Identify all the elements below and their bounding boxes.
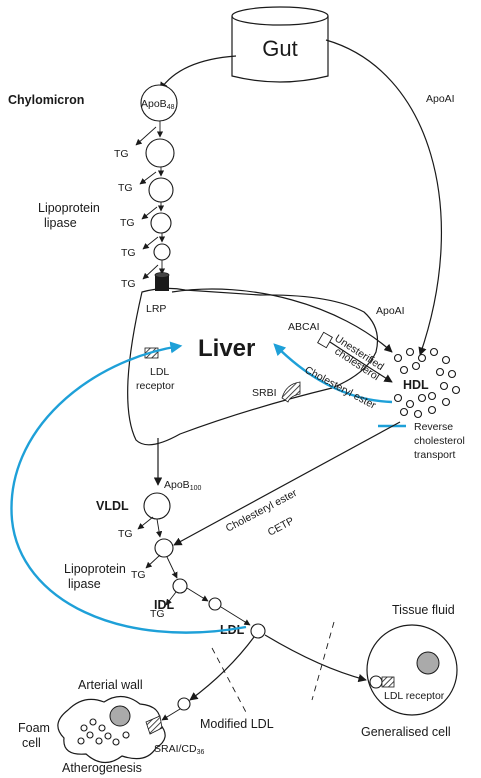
apob48-text: ApoB (141, 98, 167, 110)
gut-label: Gut (262, 36, 297, 61)
chylomicron-remnant-4 (154, 244, 170, 260)
vldl-label: VLDL (96, 499, 129, 513)
tg-label-2: TG (118, 182, 133, 194)
ldl-to-cell-arrow (265, 635, 366, 680)
ldl-particle (251, 624, 265, 638)
idl-particle (173, 579, 187, 593)
lipoprotein-lipase-2-line2: lipase (68, 577, 101, 591)
lrp-label: LRP (146, 303, 166, 315)
chylomicron-apob48: ApoB48 (141, 85, 177, 121)
apob48-subscript: 48 (167, 104, 175, 111)
gut-cylinder: Gut (232, 7, 328, 82)
abcai-label: ABCAI (288, 321, 320, 333)
ldl-at-cell-particle (370, 676, 382, 688)
lipoprotein-lipase-1-line1: Lipoprotein (38, 201, 100, 215)
tg-label-vldl: TG (118, 528, 133, 540)
vldl-particle (144, 493, 170, 519)
gut-to-chylomicron-arrow (160, 56, 236, 90)
apoai-mid-label: ApoAI (376, 305, 405, 317)
srbi-label: SRBI (252, 387, 277, 399)
ldl-to-modified-arrow (190, 637, 254, 700)
arterial-wall-label: Arterial wall (78, 678, 143, 692)
lipoprotein-lipase-1-line2: lipase (44, 216, 77, 230)
tg-label-1: TG (114, 148, 129, 160)
ldl-to-liver-blue-loop (11, 346, 246, 633)
atherogenesis-label: Atherogenesis (62, 761, 142, 775)
chylomicron-label: Chylomicron (8, 93, 84, 107)
hdl-label: HDL (403, 378, 429, 392)
foam-cell-label-1: Foam (18, 721, 50, 735)
tissue-fluid-label: Tissue fluid (392, 603, 455, 617)
apoai-top-label: ApoAI (426, 93, 455, 105)
ldl-receptor-cell-label: LDL receptor (384, 690, 445, 702)
chylomicron-remnant-2 (149, 178, 173, 202)
cell-nucleus (417, 652, 439, 674)
srai-cd36-receptor-icon (146, 716, 162, 734)
cell-ldl-receptor-icon (382, 677, 394, 687)
generalised-cell-label: Generalised cell (361, 725, 451, 739)
foam-cell-nucleus (110, 706, 130, 726)
ldl-receptor-liver-label-1: LDL (150, 366, 169, 378)
modified-ldl-label: Modified LDL (200, 717, 274, 731)
idl-to-ldl-particle (209, 598, 221, 610)
foam-cell-label-2: cell (22, 736, 41, 750)
idl-precursor-particle (155, 539, 173, 557)
tg-label-lpl: TG (131, 569, 146, 581)
apob100-label: ApoB100 (164, 479, 201, 492)
arterial-dash-divider (212, 648, 248, 716)
tg-label-idl: TG (150, 608, 165, 620)
modified-ldl-particle (178, 698, 190, 710)
tg-label-5: TG (121, 278, 136, 290)
svg-text:Reverse: Reverse (414, 421, 453, 433)
abcai-transporter-icon (318, 332, 333, 347)
chylomicron-remnant-1 (146, 139, 174, 167)
tg-label-3: TG (120, 217, 135, 229)
svg-text:cholesterol: cholesterol (414, 435, 465, 447)
lipoprotein-lipase-2-line1: Lipoprotein (64, 562, 126, 576)
tg-label-4: TG (121, 247, 136, 259)
svg-text:transport: transport (414, 449, 456, 461)
cetp-label: CETP (266, 515, 296, 539)
srai-cd36-label: SRAI/CD36 (154, 743, 204, 756)
ldl-receptor-liver-label-2: receptor (136, 380, 175, 392)
chylomicron-remnant-3 (151, 213, 171, 233)
liver-label: Liver (198, 335, 255, 362)
